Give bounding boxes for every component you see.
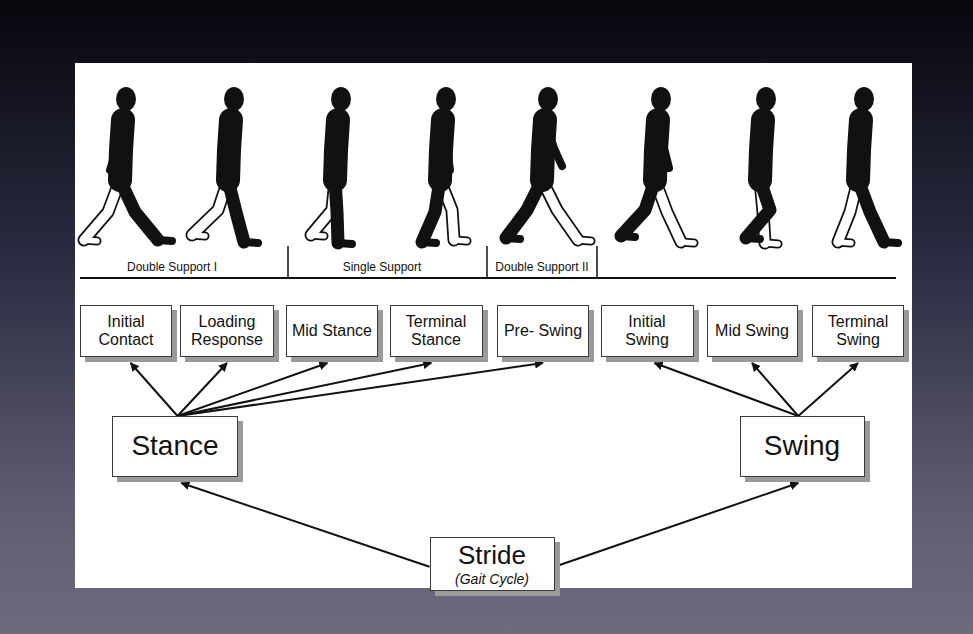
label-text: Double Support II	[494, 260, 589, 274]
phase-box: Initial Contact	[80, 305, 172, 357]
stance-leg	[422, 180, 440, 242]
arm	[224, 124, 232, 172]
arm	[659, 124, 669, 168]
cycle-box: Stride(Gait Cycle)	[430, 537, 555, 591]
phase-box: Loading Response	[180, 305, 274, 357]
stance-leg	[621, 180, 655, 236]
arrow-connector	[654, 363, 798, 416]
head	[756, 87, 776, 111]
outline-foot	[311, 235, 324, 236]
outline-foot	[84, 240, 97, 241]
label-text: Single Support	[342, 260, 423, 274]
outline-foot	[311, 235, 324, 236]
head	[224, 87, 244, 111]
arrow-connector	[181, 483, 429, 567]
stance-leg	[858, 180, 884, 242]
head	[538, 87, 558, 111]
phase-box: Mid Stance	[286, 305, 378, 357]
box-title: Swing	[764, 430, 840, 462]
arm	[546, 124, 562, 166]
phase-box: Initial Swing	[601, 305, 694, 357]
outline-foot	[578, 240, 591, 241]
box-title: Stance	[131, 430, 218, 462]
head	[331, 87, 351, 111]
foot	[621, 236, 635, 237]
outline-foot	[765, 243, 778, 244]
foot	[746, 238, 760, 239]
outline-foot	[578, 240, 591, 241]
label-text: Double Support I	[126, 260, 218, 274]
torso	[335, 120, 338, 180]
outline-foot	[765, 243, 778, 244]
box-title: Mid Stance	[292, 322, 372, 340]
box-title: Initial Swing	[606, 313, 689, 350]
box-title: Loading Response	[185, 313, 269, 350]
arrow-connector	[178, 363, 432, 416]
foot	[422, 242, 436, 243]
foot	[506, 238, 520, 239]
box-subtitle: (Gait Cycle)	[455, 571, 529, 587]
phase-box: Terminal Stance	[390, 305, 483, 357]
phase-axis-line	[80, 277, 896, 279]
arm	[110, 124, 124, 170]
arrow-connector	[131, 363, 178, 416]
arrow-connector	[178, 363, 543, 416]
group-box: Swing	[740, 416, 865, 477]
stance-leg	[120, 180, 158, 240]
outline-foot	[681, 242, 694, 243]
torso	[760, 120, 763, 180]
arrow-connector	[555, 483, 799, 567]
outline-foot	[454, 240, 467, 241]
head	[116, 87, 136, 111]
phase-divider	[486, 246, 488, 278]
head	[651, 87, 671, 111]
arrow-connector	[752, 363, 798, 416]
box-title: Terminal Stance	[395, 313, 478, 350]
arrow-connector	[798, 363, 858, 416]
arm	[760, 124, 768, 172]
foot	[338, 243, 352, 244]
head	[854, 87, 874, 111]
outline-foot	[192, 235, 205, 236]
phase-label: Double Support II	[494, 260, 589, 274]
stance-leg	[746, 180, 770, 238]
arm	[852, 124, 862, 172]
arm	[337, 124, 339, 174]
phase-divider	[596, 246, 598, 278]
group-box: Stance	[112, 416, 238, 477]
box-title: Stride	[458, 541, 526, 571]
box-title: Mid Swing	[715, 322, 789, 340]
phase-divider	[287, 246, 289, 278]
stance-leg	[228, 180, 244, 242]
phase-label: Single Support	[342, 260, 423, 274]
phase-label: Double Support I	[126, 260, 218, 274]
stance-leg	[506, 180, 542, 238]
box-title: Terminal Swing	[817, 313, 899, 350]
head	[436, 87, 456, 111]
arm	[444, 124, 450, 170]
phase-box: Terminal Swing	[812, 305, 904, 357]
foot	[884, 242, 898, 243]
figure-group	[84, 87, 898, 244]
phase-box: Pre- Swing	[497, 305, 589, 357]
foot	[244, 242, 258, 243]
outline-foot	[838, 242, 851, 243]
box-title: Initial Contact	[85, 313, 167, 350]
outline-foot	[192, 235, 205, 236]
outline-foot	[681, 242, 694, 243]
outline-foot	[838, 242, 851, 243]
outline-foot	[84, 240, 97, 241]
foot	[158, 240, 172, 241]
outline-foot	[454, 240, 467, 241]
box-title: Pre- Swing	[504, 322, 582, 340]
stance-leg	[335, 180, 338, 243]
phase-box: Mid Swing	[707, 305, 798, 357]
